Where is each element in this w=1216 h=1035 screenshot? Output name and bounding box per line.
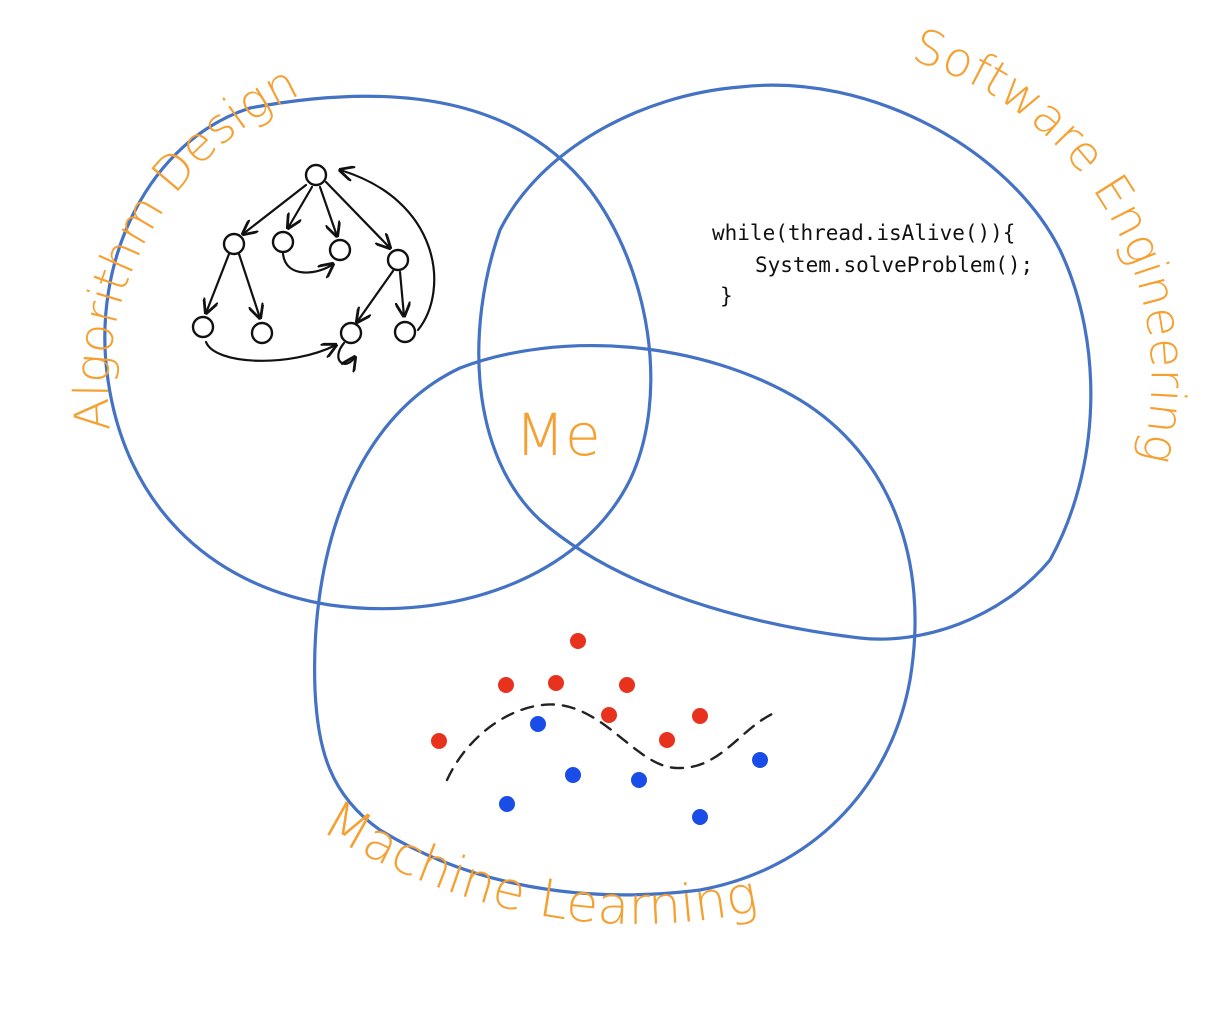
software-engineering-circle xyxy=(477,83,1093,641)
red-point xyxy=(498,677,514,693)
label-algorithm-design-text: Algorithm Design xyxy=(64,55,307,433)
scatter-sketch xyxy=(431,633,774,825)
red-point xyxy=(548,675,564,691)
red-points xyxy=(431,633,708,749)
algorithm-design-circle xyxy=(103,94,653,611)
decision-boundary xyxy=(445,703,774,782)
label-algorithm-design: Algorithm Design xyxy=(64,55,307,433)
graph-sketch xyxy=(191,163,436,364)
blue-point xyxy=(565,767,581,783)
red-point xyxy=(570,633,586,649)
blue-point xyxy=(752,752,768,768)
red-point xyxy=(601,707,617,723)
code-line-2: System.solveProblem(); xyxy=(755,253,1033,277)
blue-point xyxy=(631,772,647,788)
machine-learning-circle xyxy=(312,343,917,897)
blue-point xyxy=(692,809,708,825)
blue-point xyxy=(499,796,515,812)
code-line-1: while(thread.isAlive()){ xyxy=(712,221,1015,245)
blue-points xyxy=(499,716,768,825)
red-point xyxy=(619,677,635,693)
code-snippet: while(thread.isAlive()){ System.solvePro… xyxy=(712,221,1033,308)
blue-point xyxy=(530,716,546,732)
red-point xyxy=(692,708,708,724)
red-point xyxy=(659,732,675,748)
red-point xyxy=(431,733,447,749)
center-label-me: Me xyxy=(515,401,601,469)
code-line-3: } xyxy=(720,284,733,308)
